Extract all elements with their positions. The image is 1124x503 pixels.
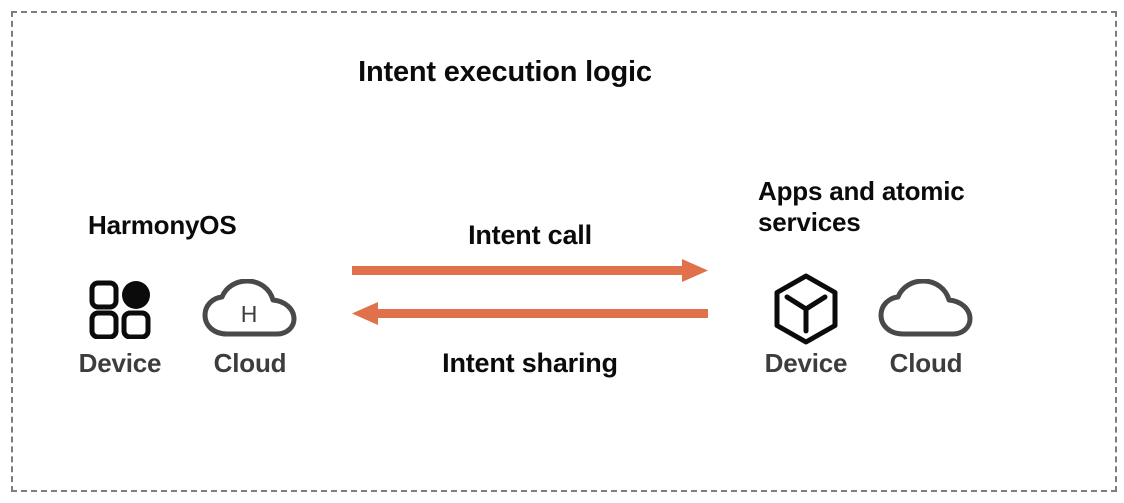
node-label: Device [764, 348, 848, 378]
right-group-heading: Apps and atomic services [758, 176, 965, 237]
node-label: Cloud [889, 348, 963, 378]
cloud-icon [866, 278, 986, 340]
node-harmonyos-device: Device [60, 278, 180, 379]
arrow-label-intent-sharing: Intent sharing [442, 348, 618, 378]
diagram-dashed-border [11, 11, 1117, 492]
arrow-label-intent-call: Intent call [468, 220, 592, 250]
arrow-intent-sharing [352, 301, 708, 327]
arrow-intent-call [352, 258, 708, 284]
svg-text:H: H [241, 301, 258, 327]
diagram-title: Intent execution logic [358, 56, 652, 88]
node-label: Cloud [213, 348, 287, 378]
app-grid-icon [60, 278, 180, 340]
left-group-heading: HarmonyOS [88, 210, 237, 240]
node-apps-device: Device [746, 273, 866, 379]
cube-package-icon [746, 273, 866, 345]
node-label: Device [78, 348, 162, 378]
node-harmonyos-cloud: H Cloud [190, 278, 310, 379]
node-apps-cloud: Cloud [866, 278, 986, 379]
cloud-h-icon: H [190, 278, 310, 340]
